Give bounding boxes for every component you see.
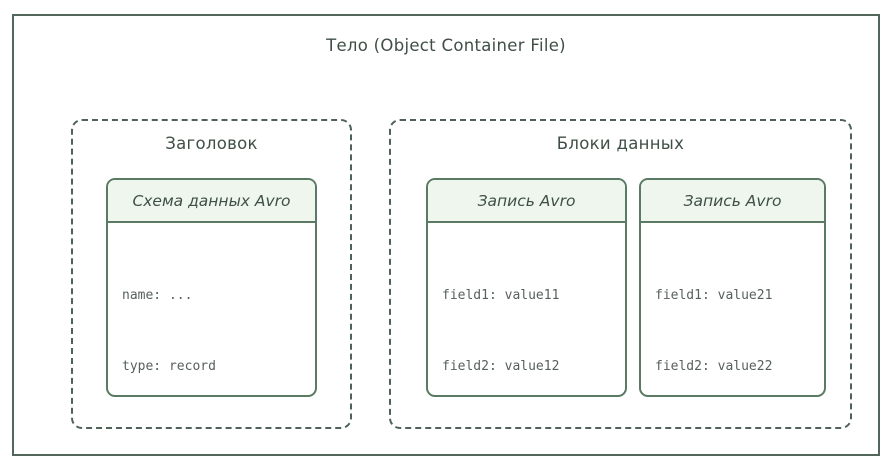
avro-record-card-2: Запись Avro field1: value21 field2: valu… <box>639 178 826 397</box>
diagram-title: Тело (Object Container File) <box>326 36 566 55</box>
header-group: Заголовок Схема данных Avro name: ... ty… <box>71 119 352 429</box>
code-line: name: ... <box>122 288 193 303</box>
code-line: field2: value22 <box>655 358 773 374</box>
data-blocks-group-label: Блоки данных <box>556 134 685 153</box>
data-blocks-group: Блоки данных Запись Avro field1: value11… <box>389 119 852 429</box>
code-line: field1: value11 <box>442 288 560 303</box>
avro-schema-card-body: name: ... type: record field1: datatype1… <box>108 223 315 395</box>
avro-record-card-1: Запись Avro field1: value11 field2: valu… <box>426 178 627 397</box>
avro-record-card-2-body: field1: value21 field2: value22 ... [sys… <box>641 223 824 395</box>
avro-record-card-1-header: Запись Avro <box>428 180 625 223</box>
code-line: field1: value21 <box>655 288 773 303</box>
avro-schema-card-header: Схема данных Avro <box>108 180 315 223</box>
avro-record-card-2-header: Запись Avro <box>641 180 824 223</box>
avro-record-card-1-body: field1: value11 field2: value12 ... [sys… <box>428 223 625 395</box>
header-group-label: Заголовок <box>165 134 258 153</box>
avro-schema-card: Схема данных Avro name: ... type: record… <box>106 178 317 397</box>
code-line: field2: value12 <box>442 358 560 374</box>
object-container-file-frame: Тело (Object Container File) Заголовок С… <box>12 14 880 456</box>
code-line: type: record <box>122 358 216 374</box>
